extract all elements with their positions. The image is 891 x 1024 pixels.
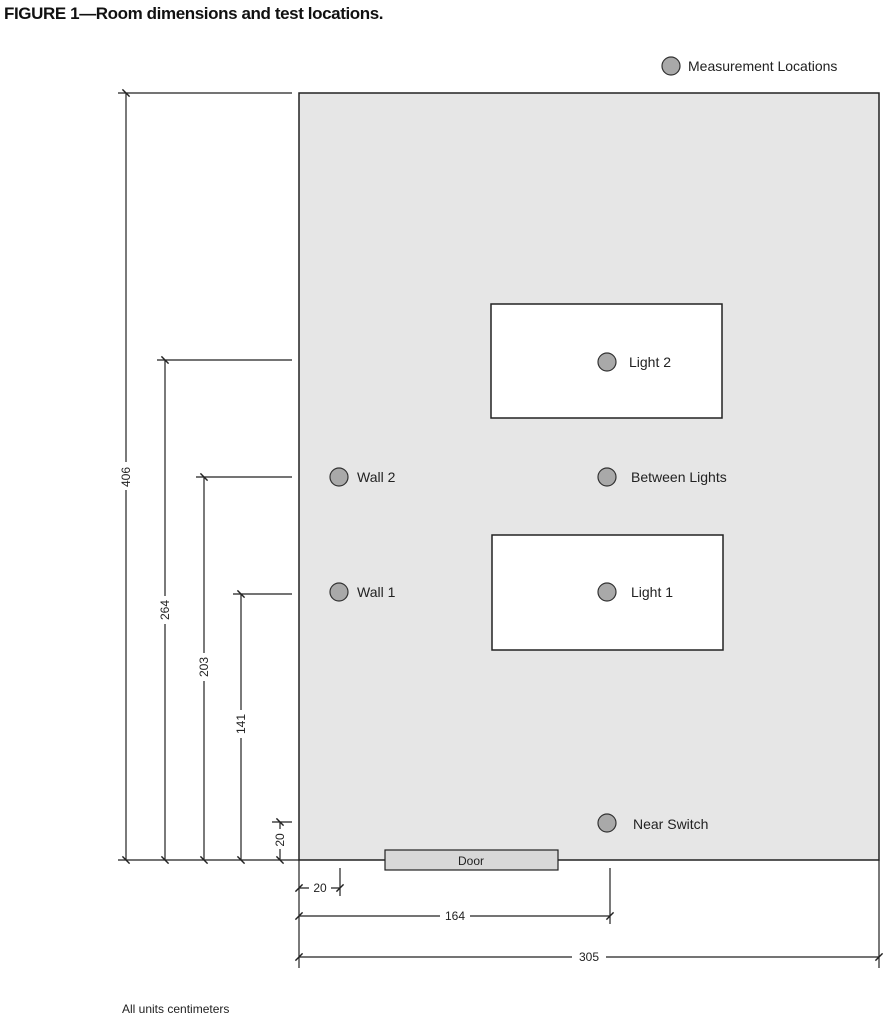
- legend-label: Measurement Locations: [688, 58, 837, 74]
- door-label: Door: [458, 854, 484, 868]
- measurement-point-between-lights: Between Lights: [597, 467, 727, 487]
- marker-icon: [597, 352, 617, 372]
- room-outline: [298, 92, 880, 861]
- measurement-point-wall-2: Wall 2: [329, 467, 396, 487]
- marker-icon: [597, 467, 617, 487]
- legend-marker-icon: [661, 56, 681, 76]
- dim-label-141: 141: [234, 714, 248, 734]
- marker-icon: [597, 813, 617, 833]
- marker-icon: [329, 467, 349, 487]
- measurement-point-light-2: Light 2: [597, 352, 671, 372]
- point-label: Light 2: [629, 354, 671, 370]
- point-label: Near Switch: [633, 816, 708, 832]
- dim-label-203: 203: [197, 657, 211, 677]
- measurement-point-light-1: Light 1: [597, 582, 673, 602]
- units-note: All units centimeters: [122, 1002, 230, 1016]
- light-fixture-2: [490, 303, 723, 419]
- point-label: Wall 1: [357, 584, 396, 600]
- dim-label-20-vertical: 20: [273, 833, 287, 847]
- dim-label-264: 264: [158, 600, 172, 620]
- marker-icon: [597, 582, 617, 602]
- dim-label-406: 406: [119, 467, 133, 487]
- point-label: Between Lights: [631, 469, 727, 485]
- point-label: Wall 2: [357, 469, 396, 485]
- door: [384, 849, 559, 871]
- measurement-point-near-switch: Near Switch: [597, 813, 708, 833]
- dim-label-305: 305: [579, 950, 599, 964]
- point-label: Light 1: [631, 584, 673, 600]
- measurement-point-wall-1: Wall 1: [329, 582, 396, 602]
- marker-icon: [329, 582, 349, 602]
- dim-label-164: 164: [445, 909, 465, 923]
- figure-title: FIGURE 1—Room dimensions and test locati…: [4, 4, 384, 23]
- vertical-dimensions: [118, 88, 299, 865]
- dim-label-20-horizontal: 20: [313, 881, 327, 895]
